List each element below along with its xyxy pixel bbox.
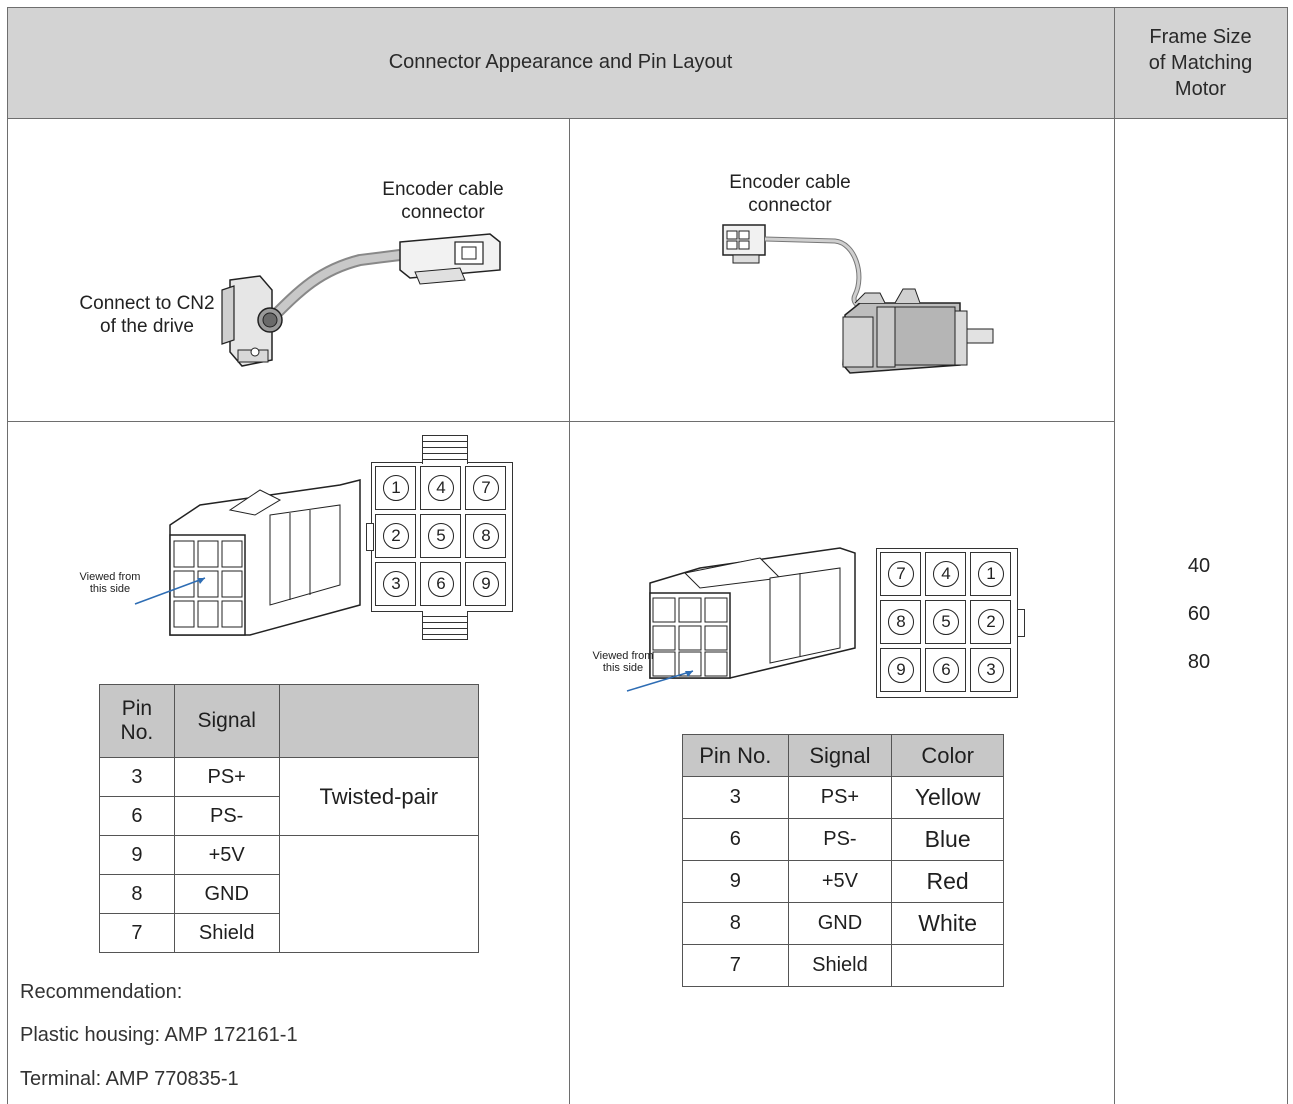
- pin-cell: 8: [880, 600, 921, 644]
- pin-cell: 6: [925, 648, 966, 692]
- table-cell: Yellow: [891, 776, 1004, 819]
- pin-cell: 7: [465, 466, 506, 510]
- table-cell: GND: [787, 902, 893, 945]
- table-cell: 8: [682, 902, 789, 945]
- pin-number: 8: [473, 523, 499, 549]
- table-cell: PS-: [787, 818, 893, 861]
- header-title: Connector Appearance and Pin Layout: [388, 51, 733, 73]
- table-cell: [278, 835, 480, 953]
- left-connector-illustration: [169, 479, 361, 636]
- table-cell: PS+: [173, 757, 280, 797]
- pin-cell: 2: [970, 600, 1011, 644]
- grid-line: [1114, 7, 1115, 1104]
- table-cell: 3: [99, 757, 175, 797]
- left-viewed-label: Viewed from this side: [79, 571, 141, 595]
- column-header: Color: [891, 734, 1004, 777]
- right-arrow: [626, 670, 694, 692]
- pin-cell: 4: [420, 466, 461, 510]
- table-cell: [891, 944, 1004, 987]
- pin-number: 7: [888, 561, 914, 587]
- table-cell: Shield: [787, 944, 893, 987]
- motor-illustration: [722, 224, 994, 374]
- pin-cell: 7: [880, 552, 921, 596]
- table-cell: 9: [99, 835, 175, 875]
- pin-cell: 2: [375, 514, 416, 558]
- pin-number: 5: [933, 609, 959, 635]
- right-pin-table: Pin No. Signal Color 3 PS+ Yellow 6 PS- …: [682, 734, 1004, 987]
- pin-number: 4: [933, 561, 959, 587]
- column-header: Pin No.: [682, 734, 789, 777]
- grid-line: [569, 118, 570, 1104]
- pin-number: 1: [978, 561, 1004, 587]
- frame-size-item: 60: [1187, 603, 1211, 625]
- column-header: Pin No.: [99, 684, 175, 758]
- pin-number: 4: [428, 475, 454, 501]
- table-cell: White: [891, 902, 1004, 945]
- pin-cell: 1: [970, 552, 1011, 596]
- table-cell: 6: [682, 818, 789, 861]
- frame-size-item: 40: [1187, 555, 1211, 577]
- table-cell: 3: [682, 776, 789, 819]
- pin-number: 6: [428, 571, 454, 597]
- pin-number: 3: [383, 571, 409, 597]
- pin-number: 8: [888, 609, 914, 635]
- table-cell: Shield: [173, 913, 280, 953]
- table-header: [7, 7, 1287, 118]
- pin-number: 1: [383, 475, 409, 501]
- grid-line: [7, 421, 1114, 422]
- column-header: Signal: [173, 684, 280, 758]
- pin-number: 7: [473, 475, 499, 501]
- grid-line: [7, 7, 8, 1104]
- pin-cell: 9: [880, 648, 921, 692]
- frame-size-item: 80: [1187, 651, 1211, 673]
- cn2-label: Connect to CN2 of the drive: [79, 293, 215, 337]
- table-cell: PS-: [173, 796, 280, 836]
- left-arrow: [134, 577, 206, 605]
- cn2-cable-illustration: [221, 233, 501, 367]
- pin-number: 2: [383, 523, 409, 549]
- pin-cell: 4: [925, 552, 966, 596]
- table-cell: +5V: [173, 835, 280, 875]
- grid-line: [7, 7, 1288, 8]
- pin-cell: 5: [925, 600, 966, 644]
- pin-number: 5: [428, 523, 454, 549]
- table-cell: 7: [99, 913, 175, 953]
- right-connector-illustration: [649, 547, 856, 679]
- left-pin-table: Pin No. Signal 3 PS+ Twisted-pair 6 PS- …: [99, 684, 480, 953]
- table-cell: PS+: [787, 776, 893, 819]
- plastic-housing: Plastic housing: AMP 172161-1: [20, 1024, 298, 1046]
- pin-number: 2: [978, 609, 1004, 635]
- grid-line: [7, 118, 1288, 119]
- header-frame-size: Frame Size of Matching Motor: [1148, 25, 1253, 100]
- pin-number: 9: [473, 571, 499, 597]
- table-cell: Blue: [891, 818, 1004, 861]
- pin-cell: 5: [420, 514, 461, 558]
- column-header: Signal: [787, 734, 893, 777]
- pin-cell: 6: [420, 562, 461, 606]
- table-cell: GND: [173, 874, 280, 914]
- table-cell: 7: [682, 944, 789, 987]
- grid-line: [1287, 7, 1288, 1104]
- pin-cell: 1: [375, 466, 416, 510]
- right-viewed-label: Viewed from this side: [592, 650, 654, 674]
- column-header: [278, 684, 480, 758]
- encoder-cable-label-left: Encoder cable connector: [382, 179, 504, 223]
- pin-cell: 9: [465, 562, 506, 606]
- pin-cell: 3: [970, 648, 1011, 692]
- recommendation-title: Recommendation:: [20, 981, 183, 1003]
- twisted-pair-cell: Twisted-pair: [278, 757, 480, 836]
- pin-cell: 3: [375, 562, 416, 606]
- encoder-cable-label-right: Encoder cable connector: [729, 172, 851, 216]
- table-cell: 6: [99, 796, 175, 836]
- pin-number: 9: [888, 657, 914, 683]
- pin-number: 6: [933, 657, 959, 683]
- table-cell: 9: [682, 860, 789, 903]
- table-cell: +5V: [787, 860, 893, 903]
- terminal: Terminal: AMP 770835-1: [20, 1068, 239, 1090]
- table-cell: 8: [99, 874, 175, 914]
- table-cell: Red: [891, 860, 1004, 903]
- pin-number: 3: [978, 657, 1004, 683]
- pin-cell: 8: [465, 514, 506, 558]
